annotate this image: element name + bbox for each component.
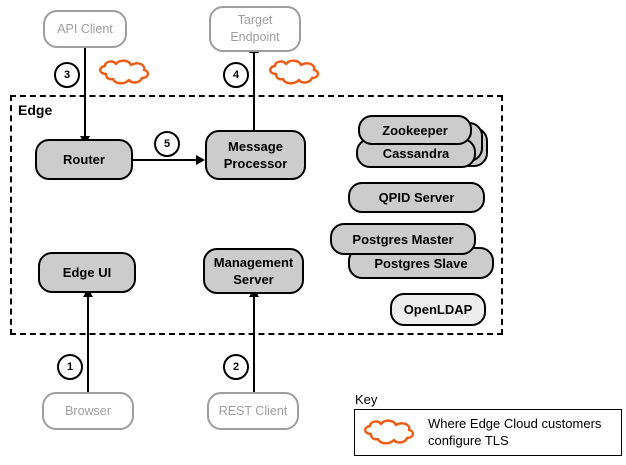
tls-cloud-icon [99, 59, 150, 85]
step-badge-3-label: 3 [63, 69, 71, 81]
node-cassandra-label: Cassandra [382, 145, 450, 161]
connector-message-processor-to-target-endpoint [253, 48, 255, 144]
arrowhead-message-processor-in [196, 155, 205, 165]
connector-rest-client-to-management-server [253, 292, 255, 392]
node-router-label: Router [63, 152, 105, 167]
node-target-endpoint[interactable]: Target Endpoint [209, 6, 301, 52]
node-openldap[interactable]: OpenLDAP [390, 293, 486, 326]
node-browser[interactable]: Browser [42, 392, 134, 430]
key-box [354, 409, 622, 456]
node-rest-client-label: REST Client [218, 403, 288, 418]
node-qpid-server[interactable]: QPID Server [348, 182, 485, 213]
node-management-server-label-line2: Server [233, 272, 274, 287]
node-message-processor-label-line2: Processor [223, 156, 288, 171]
node-qpid-server-label: QPID Server [378, 190, 455, 205]
step-badge-4[interactable]: 4 [223, 62, 249, 88]
node-postgres-slave-label: Postgres Slave [374, 255, 468, 271]
node-message-processor[interactable]: Message Processor [205, 130, 306, 180]
step-badge-2-label: 2 [232, 361, 240, 373]
step-badge-1[interactable]: 1 [57, 354, 83, 380]
node-zookeeper-label: Zookeeper [382, 122, 448, 138]
key-tls-cloud-icon [364, 419, 415, 445]
edge-zone-label: Edge [18, 102, 53, 118]
node-edge-ui[interactable]: Edge UI [38, 252, 136, 293]
connector-router-to-message-processor [133, 159, 199, 161]
key-title: Key [355, 392, 378, 407]
node-router[interactable]: Router [35, 139, 133, 180]
step-badge-5-label: 5 [163, 138, 171, 150]
step-badge-5[interactable]: 5 [154, 131, 180, 157]
step-badge-4-label: 4 [232, 69, 240, 81]
node-message-processor-label-line1: Message [228, 139, 283, 154]
node-management-server-label-line1: Management [213, 255, 294, 270]
key-entry-text: Where Edge Cloud customers configure TLS [428, 416, 602, 448]
node-edge-ui-label: Edge UI [62, 265, 112, 280]
connector-browser-to-edge-ui [87, 292, 89, 392]
node-target-endpoint-label-line1: Target [237, 13, 273, 27]
edge-zone-boundary [10, 95, 503, 335]
node-postgres-master-label: Postgres Master [352, 231, 454, 247]
node-api-client[interactable]: API Client [43, 10, 127, 48]
node-management-server[interactable]: Management Server [203, 248, 304, 294]
node-browser-label: Browser [65, 403, 111, 418]
step-badge-3[interactable]: 3 [54, 62, 80, 88]
node-api-client-label: API Client [57, 21, 113, 36]
node-rest-client[interactable]: REST Client [207, 392, 299, 430]
step-badge-2[interactable]: 2 [223, 354, 249, 380]
tls-cloud-icon [269, 59, 320, 85]
step-badge-1-label: 1 [66, 361, 74, 373]
node-target-endpoint-label-line2: Endpoint [230, 30, 280, 44]
connector-api-client-to-router [84, 48, 86, 144]
node-openldap-label: OpenLDAP [403, 302, 473, 317]
node-zookeeper[interactable]: Zookeeper [358, 115, 472, 145]
node-postgres-master[interactable]: Postgres Master [330, 223, 476, 255]
